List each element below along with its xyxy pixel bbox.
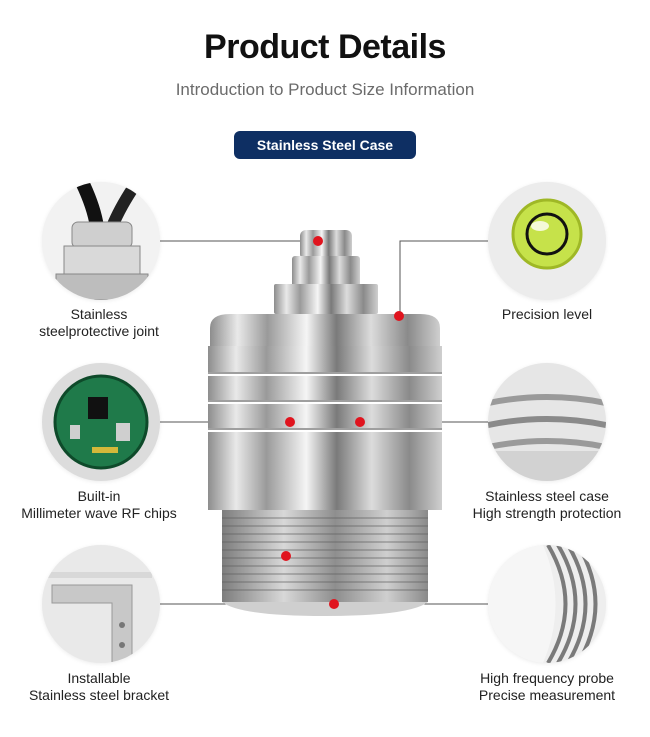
bubble-level-icon (488, 182, 606, 300)
page-subtitle: Introduction to Product Size Information (175, 80, 475, 99)
probe-thread-icon (488, 545, 606, 663)
bracket-icon (42, 545, 160, 663)
feature-label-joint: Stainless steelprotective joint (39, 306, 159, 339)
feature-label-level: Precision level (501, 306, 593, 322)
feature-label-bracket: Installable Stainless steel bracket (28, 670, 170, 703)
feature-label-chip: Built-in Millimeter wave RF chips (21, 488, 177, 521)
circuit-board-icon (42, 363, 160, 481)
feature-label-case: Stainless steel case High strength prote… (472, 488, 622, 521)
radar-sensor-image (208, 230, 442, 616)
section-tag: Stainless Steel Case (234, 131, 416, 159)
steel-case-icon (488, 363, 606, 481)
cable-gland-icon (42, 182, 160, 300)
feature-label-probe: High frequency probe Precise measurement (478, 670, 616, 703)
page-title: Product Details (204, 28, 446, 66)
